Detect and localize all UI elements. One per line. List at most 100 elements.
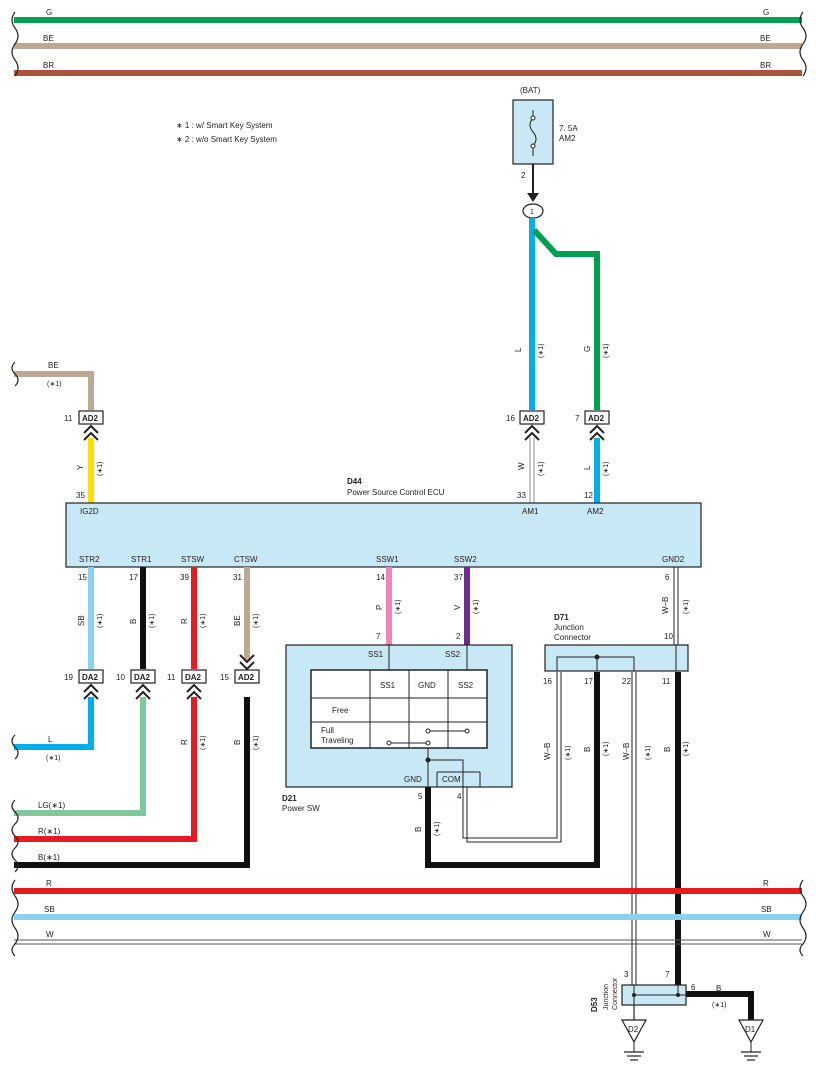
ecu-code: D44 (347, 477, 362, 486)
bus-label-w-left: W (46, 930, 54, 939)
wire-label-be: BE (48, 361, 59, 370)
bottom-bus: R R SB SB W W (11, 879, 807, 957)
svg-text:SS2: SS2 (445, 650, 461, 659)
bus-label-be-left: BE (43, 34, 54, 43)
wire-label-b-d21gnd: B (414, 827, 423, 832)
wire-label-sb: SB (77, 615, 86, 626)
svg-text:Junction: Junction (603, 984, 610, 1010)
wire-star-b-d53: (∗1) (712, 1002, 726, 1009)
wire-star-l-top: (∗1) (538, 344, 545, 358)
fuse-source: (BAT) (520, 86, 541, 95)
wire-label-y: Y (76, 464, 85, 470)
svg-text:Free: Free (332, 706, 349, 715)
wire-label-g: G (583, 346, 592, 352)
svg-text:Full: Full (321, 726, 334, 735)
svg-text:15: 15 (220, 673, 229, 682)
wire-label-be-ctsw: BE (233, 615, 242, 626)
svg-text:2: 2 (456, 632, 461, 641)
wire-star-wb-22: (∗1) (645, 746, 652, 760)
ecu-pin-ig2d: IG2D (80, 507, 99, 516)
lower-wires (11, 567, 754, 1020)
svg-text:14: 14 (376, 573, 385, 582)
bus-break-left (11, 11, 19, 77)
connector-ad2-11: AD2 11 (64, 410, 104, 441)
svg-text:10: 10 (664, 632, 673, 641)
ecu-pin-str2: STR2 (79, 555, 100, 564)
wire-label-l-left: L (48, 735, 53, 744)
wire-star-b-str1: (∗1) (149, 614, 156, 628)
bus-label-sb-left: SB (44, 905, 55, 914)
fuse-name: AM2 (559, 134, 576, 143)
svg-text:11: 11 (167, 673, 176, 682)
svg-text:33: 33 (517, 491, 526, 500)
wire-label-l-am2: L (583, 465, 592, 470)
svg-text:39: 39 (180, 573, 189, 582)
svg-text:DA2: DA2 (185, 673, 202, 682)
wire-label-v: V (453, 604, 462, 610)
wire-label-w: W (517, 462, 526, 470)
wire-label-b-str1: B (129, 619, 138, 624)
connector-ad2-16: AD2 16 (506, 410, 545, 441)
wire-star-wb-16: (∗1) (565, 746, 572, 760)
svg-text:15: 15 (78, 573, 87, 582)
wire-label-b-11: B (663, 747, 672, 752)
wire-label-r-stsw: R (180, 618, 189, 624)
wire-star-b-11: (∗1) (683, 742, 690, 756)
svg-text:17: 17 (584, 677, 593, 686)
ground-d1: D1 (737, 1019, 765, 1061)
ecu-pin-am2: AM2 (587, 507, 604, 516)
upper-wires (11, 218, 600, 503)
wire-star-v: (∗1) (473, 600, 480, 614)
svg-text:D1: D1 (745, 1025, 756, 1034)
wire-label-wb-16: W–B (543, 743, 552, 760)
wire-star-r-lower: (∗1) (200, 736, 207, 750)
wire-label-lg: LG(∗1) (38, 801, 65, 810)
note-1: ∗ 1 : w/ Smart Key System (176, 121, 273, 130)
svg-text:Connector: Connector (554, 633, 591, 642)
svg-text:Traveling: Traveling (321, 736, 354, 745)
wire-star-be: (∗1) (47, 381, 61, 388)
ecu-pin-str1: STR1 (131, 555, 152, 564)
wire-label-b-d53: B (716, 984, 721, 993)
wire-star-p: (∗1) (395, 600, 402, 614)
switch-table (310, 669, 488, 749)
bus-label-r-right: R (763, 879, 769, 888)
svg-text:7: 7 (665, 970, 670, 979)
svg-text:31: 31 (233, 573, 242, 582)
wire-label-l-top: L (514, 347, 523, 352)
svg-text:10: 10 (116, 673, 125, 682)
svg-text:17: 17 (129, 573, 138, 582)
wire-label-r1: R(∗1) (38, 827, 61, 836)
connector-da2-11: DA2 11 (167, 669, 207, 700)
ecu-pin-ctsw: CTSW (234, 555, 258, 564)
wire-label-wb-22: W–B (622, 743, 631, 760)
wire-label-wb-gnd2: W–B (661, 597, 670, 614)
svg-text:GND: GND (418, 681, 436, 690)
bus-label-sb-right: SB (761, 905, 772, 914)
svg-text:16: 16 (543, 677, 552, 686)
d71-box (544, 644, 689, 672)
svg-text:AD2: AD2 (82, 414, 99, 423)
svg-text:DA2: DA2 (82, 673, 99, 682)
svg-text:6: 6 (665, 573, 670, 582)
svg-text:SS2: SS2 (458, 681, 474, 690)
bus-label-g-left: G (46, 8, 52, 17)
ecu-name: Power Source Control ECU (347, 488, 445, 497)
svg-text:19: 19 (64, 673, 73, 682)
bus-label-be-right: BE (760, 34, 771, 43)
svg-text:37: 37 (454, 573, 463, 582)
wire-star-g: (∗1) (603, 344, 610, 358)
svg-text:35: 35 (76, 491, 85, 500)
bus-label-br-left: BR (43, 61, 54, 70)
fuse-arrow (527, 193, 539, 202)
power-switch-d21: 7 2 SS1 SS2 SS1 GND SS2 Free Full Travel… (282, 632, 513, 813)
wire-star-b-lower: (∗1) (253, 736, 260, 750)
junction-d53: D53 Junction Connector 3 7 6 (590, 970, 696, 1012)
d71-code: D71 (554, 613, 569, 622)
splice-label: 1 (530, 209, 534, 216)
wire-label-b-lower: B (233, 740, 242, 745)
svg-text:AD2: AD2 (523, 414, 540, 423)
fuse-rating: 7. 5A (559, 124, 578, 133)
svg-text:Junction: Junction (554, 623, 584, 632)
svg-text:GND: GND (404, 775, 422, 784)
